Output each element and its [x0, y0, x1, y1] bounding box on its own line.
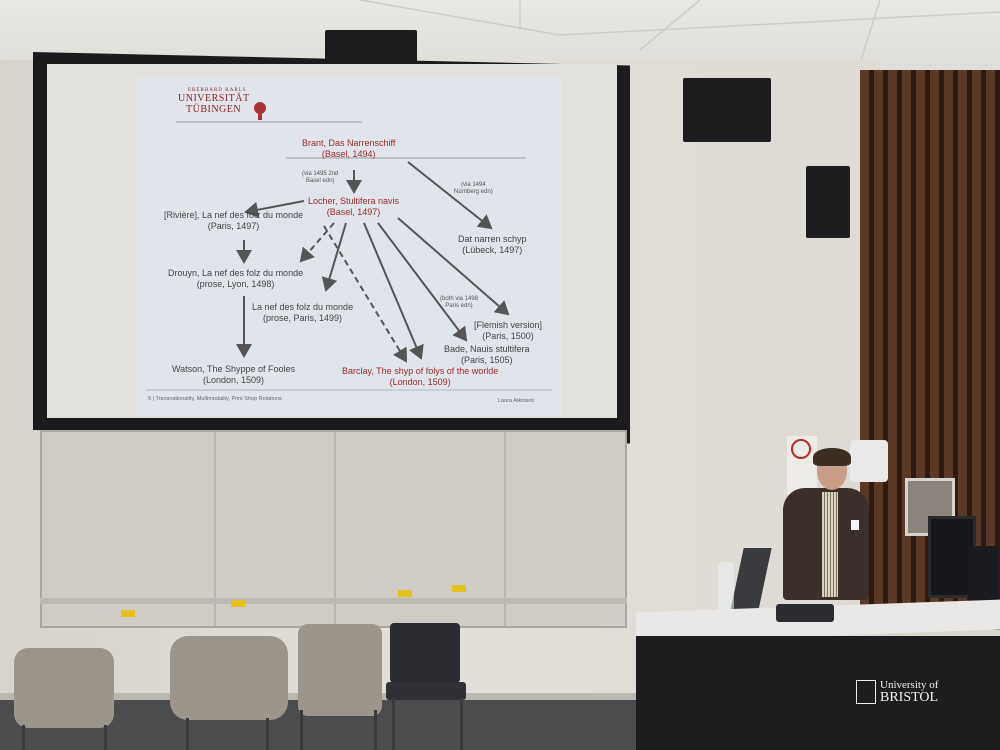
- node-locher: Locher, Stultifera navis (Basel, 1497): [308, 196, 400, 217]
- ceiling-grid: [359, 0, 1000, 95]
- arrow-locher-barclay-dashed: [323, 225, 408, 363]
- presentation-slide: EBERHARD KARLS UNIVERSITÄT TÜBINGEN Bran…: [136, 78, 562, 416]
- whiteboard-tray: [40, 598, 627, 604]
- note-via-1495: (via 1495 2nd Basel edn): [302, 171, 339, 184]
- name-badge: [851, 520, 859, 530]
- note-both-via: (both via 1498 Paris edn): [440, 296, 479, 309]
- node-barclay: Barclay, The shyp of folys of the worlde…: [342, 366, 499, 387]
- whiteboard: [40, 430, 627, 628]
- logo-text-small: EBERHARD KARLS: [188, 88, 247, 93]
- presenter-hair: [813, 448, 851, 466]
- microphone-base: [776, 604, 834, 622]
- slide-footer-left: 5 | Transnationality, Multimodality, Pri…: [148, 396, 282, 402]
- arrow-locher-nef-paris: [321, 222, 347, 292]
- node-brant: Brant, Das Narrenschiff (Basel, 1494): [302, 138, 396, 159]
- arrow-locher-drouyn: [299, 222, 335, 263]
- presenter-shirt: [822, 492, 838, 597]
- board-sticker: [121, 610, 135, 617]
- arrow-locher-bade: [377, 222, 468, 342]
- node-flemish: [Flemish version] (Paris, 1500): [474, 320, 543, 341]
- water-bottle: [718, 562, 734, 614]
- chair: [14, 648, 114, 728]
- black-chair: [390, 623, 460, 683]
- speaker-wall: [806, 166, 850, 238]
- slide-footer-right: Laura Atkinson: [498, 398, 535, 404]
- podium-monitor-secondary: [968, 546, 998, 602]
- node-nef-paris: La nef des folz du monde (prose, Paris, …: [252, 302, 354, 323]
- arrow-locher-flemish: [397, 217, 510, 316]
- node-watson: Watson, The Shyppe of Fooles (London, 15…: [172, 364, 296, 385]
- no-entry-sign-icon: [791, 439, 811, 459]
- logo-text-line1: UNIVERSITÄT: [178, 93, 250, 104]
- chair: [298, 624, 382, 716]
- black-chair-seat: [386, 682, 466, 700]
- arrow-brant-dat-narren: [407, 161, 493, 230]
- board-sticker: [231, 600, 245, 607]
- wall-poster: [905, 478, 955, 536]
- note-via-1494: (via 1494 Nürnberg edn): [454, 182, 493, 195]
- arrow-locher-riviere: [244, 200, 305, 218]
- node-riviere: [Rivière], La nef des folz du monde (Par…: [164, 210, 304, 231]
- board-sticker: [398, 590, 412, 597]
- node-drouyn: Drouyn, La nef des folz du monde (prose,…: [168, 268, 304, 289]
- slide-arrows: [146, 102, 552, 391]
- board-sticker: [452, 585, 466, 592]
- node-dat-narren: Dat narren schyp (Lübeck, 1497): [458, 234, 527, 255]
- university-crest-icon: [856, 680, 876, 704]
- node-bade: Bade, Nauis stultifera (Paris, 1505): [444, 344, 530, 365]
- chair: [170, 636, 288, 720]
- podium: [636, 636, 1000, 750]
- university-crest-icon: [254, 102, 266, 120]
- logo-text-line2: TÜBINGEN: [186, 104, 242, 115]
- university-logo-text: University of BRISTOL: [880, 679, 939, 705]
- speaker-right: [683, 78, 771, 142]
- arrow-locher-barclay: [363, 222, 424, 360]
- hand-sanitiser-dispenser: [850, 440, 888, 482]
